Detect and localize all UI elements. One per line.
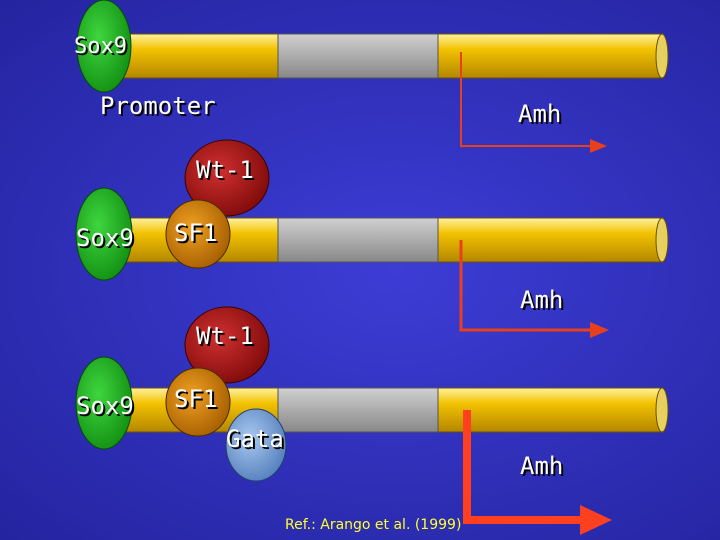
expression-arrow-3-head [580,505,612,535]
expression-arrow-2-head [590,322,609,338]
reference-citation: Ref.: Arango et al. (1999) [285,517,462,533]
panel-3 [75,306,669,535]
sox9-label-2: Sox9 [76,224,134,252]
panel-1 [76,0,669,153]
sf1-label-3: SF1 [174,385,218,413]
sox9-label-3: Sox9 [76,392,134,420]
dna-bar-2-end-cap [655,217,669,263]
promoter-region-3 [277,387,439,433]
sf1-factor-2 [165,199,231,269]
sox9-factor-1 [76,0,132,93]
gata-factor-3 [225,408,287,482]
sox9-factor-3 [75,356,133,450]
expression-arrow-2 [459,240,592,332]
wt1-factor-2 [184,139,270,217]
amh-label-3: Amh [520,452,564,480]
dna-bar-1-end-cap [655,33,669,79]
expression-arrow-1-head [590,139,607,153]
wt1-label-2: Wt-1 [196,156,254,184]
promoter-region-1 [277,33,439,79]
expression-arrow-1 [460,52,592,147]
sf1-label-2: SF1 [174,219,218,247]
promoter-region-2 [277,217,439,263]
sf1-factor-3 [165,367,231,437]
panel-2 [75,139,669,338]
promoter-label: Promoter [100,92,216,120]
amh-label-1: Amh [518,100,562,128]
sox9-label-1: Sox9 [74,34,127,59]
gata-label-3: Gata [226,425,284,453]
wt1-factor-3 [184,306,270,384]
expression-arrow-3 [463,410,583,524]
sox9-factor-2 [75,187,133,281]
dna-bar-3-end-cap [655,387,669,433]
wt1-label-3: Wt-1 [196,322,254,350]
amh-label-2: Amh [520,286,564,314]
